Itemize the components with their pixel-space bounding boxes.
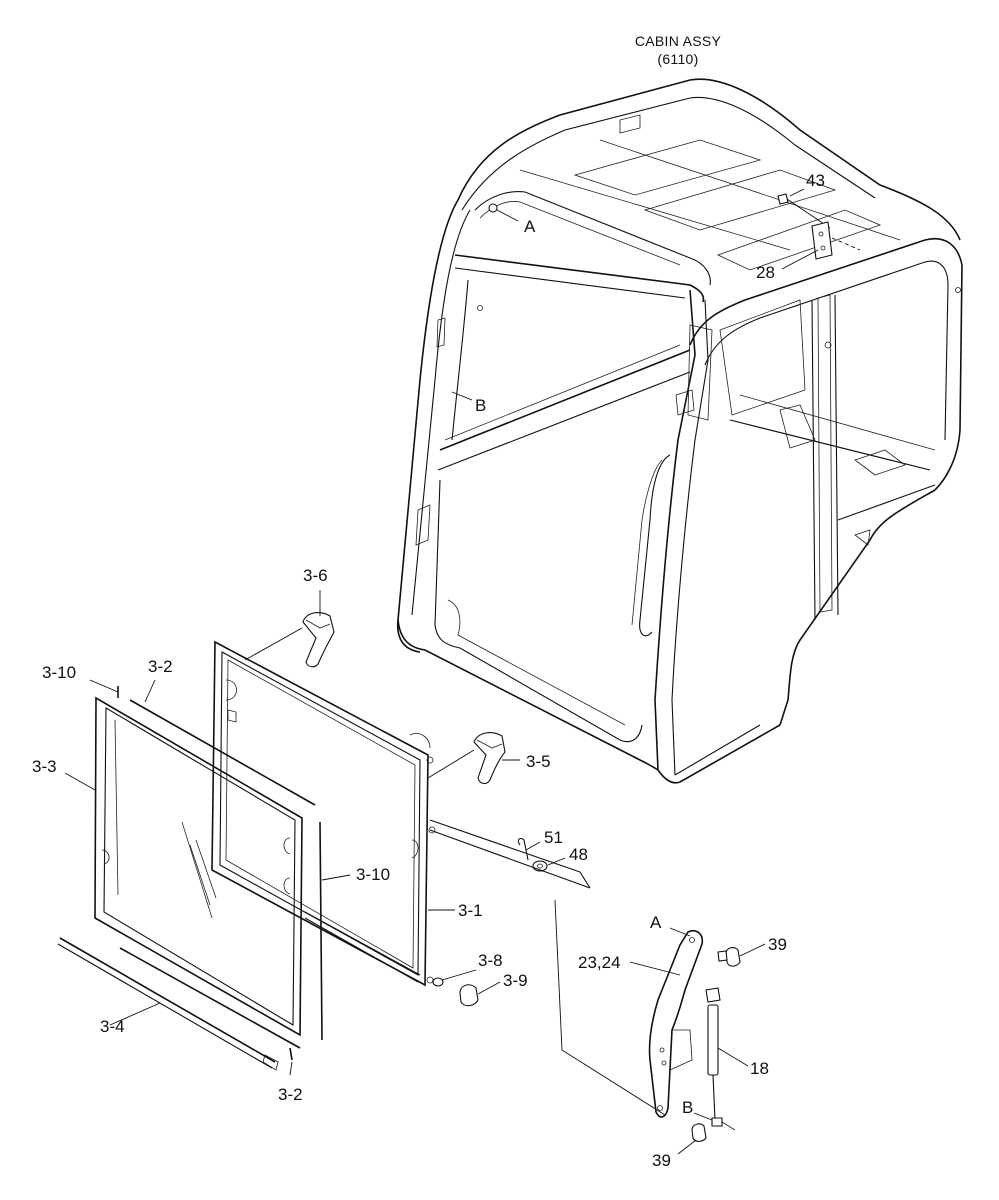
part-3-2-strip-top: [129, 699, 316, 806]
callout-39-top: 39: [768, 935, 787, 954]
part-3-3-glass: [94, 696, 303, 1037]
callout-b-top: B: [475, 396, 486, 415]
callout-a-bracket: A: [650, 913, 662, 932]
leader-lines: [64, 188, 819, 1155]
callout-23-24: 23,24: [578, 953, 621, 972]
callout-3-2-top: 3-2: [148, 657, 173, 676]
callout-3-3: 3-3: [32, 757, 57, 776]
callout-3-8: 3-8: [478, 951, 503, 970]
callout-39-bottom: 39: [652, 1151, 671, 1170]
part-51-pin: [517, 837, 529, 861]
part-3-1-sash-frame: [211, 640, 436, 987]
part-3-9-nut: [459, 984, 479, 1007]
part-18-gas-strut: [705, 987, 736, 1131]
callout-3-10-left: 3-10: [42, 663, 76, 682]
callout-b-bracket: B: [682, 1098, 693, 1117]
callout-3-4: 3-4: [100, 1017, 125, 1036]
callout-3-5: 3-5: [526, 752, 551, 771]
callout-a-top: A: [524, 217, 536, 236]
side-rail-lines: [304, 911, 421, 983]
callout-3-10-right: 3-10: [356, 865, 390, 884]
callout-18: 18: [750, 1059, 769, 1078]
part-3-4-weatherstrip: [57, 937, 279, 1071]
part-3-6-handle: [244, 612, 335, 668]
part-3-10-strip-right: [319, 821, 323, 1041]
point-a-top: [488, 203, 498, 213]
callout-51: 51: [544, 828, 563, 847]
part-28-plate: [811, 221, 861, 260]
callout-48: 48: [569, 845, 588, 864]
hinge-pin-lines: [429, 819, 666, 1116]
part-39-bolt-bottom: [691, 1123, 707, 1142]
part-23-24-bracket: [648, 929, 704, 1118]
title-line-2: (6110): [657, 51, 698, 67]
title-line-1: CABIN ASSY: [635, 33, 722, 49]
part-3-5-handle: [427, 732, 506, 785]
callout-28: 28: [756, 263, 775, 282]
callout-3-2-bottom: 3-2: [278, 1085, 303, 1104]
part-3-2-strip-bottom: [119, 947, 301, 1061]
labels: CABIN ASSY (6110) 43 A 28 B 3-6 3-10 3-2…: [32, 33, 825, 1170]
callout-3-1: 3-1: [458, 901, 483, 920]
part-39-bolt-top: [717, 947, 741, 967]
cabin-frame: [396, 78, 963, 784]
callout-3-6: 3-6: [303, 566, 328, 585]
part-3-8-washer: [432, 977, 444, 987]
callout-43: 43: [806, 171, 825, 190]
callout-3-9: 3-9: [503, 971, 528, 990]
